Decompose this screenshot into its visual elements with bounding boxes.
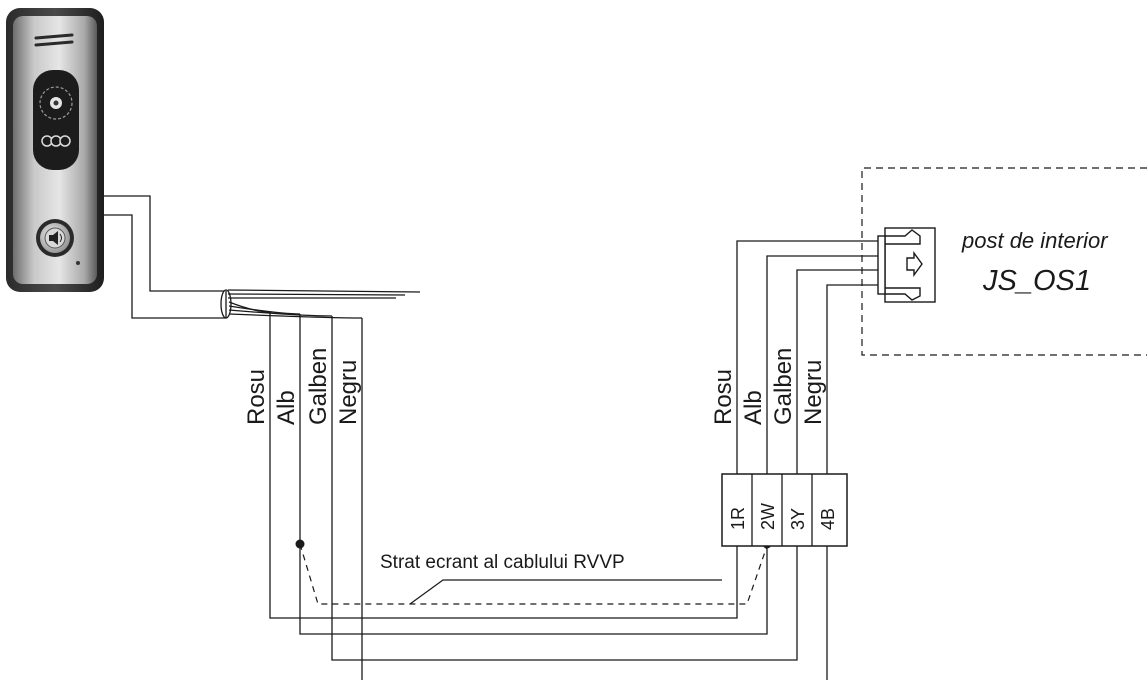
arrow-icon: [906, 250, 923, 278]
terminal-4b: 4B: [818, 508, 838, 530]
indoor-unit-caption: post de interior: [961, 228, 1109, 253]
microphone-hole: [76, 261, 80, 265]
indoor-unit-boundary: [861, 167, 1147, 356]
wire-label-rosu: Rosu: [243, 369, 270, 425]
wire-label-negru: Negru: [335, 360, 362, 425]
indoor-connector: [877, 227, 936, 303]
outdoor-panel: [6, 8, 104, 292]
shield-note: Strat ecrant al cablului RVVP: [380, 552, 625, 573]
terminal-1r: 1R: [728, 507, 748, 530]
speaker-grille: [34, 33, 74, 47]
wire-label-alb: Alb: [740, 390, 767, 425]
terminal-labels: 1R 2W 3Y 4B: [728, 503, 838, 530]
terminal-3y: 3Y: [788, 508, 808, 530]
panel-cable: [104, 195, 421, 319]
wire-label-negru: Negru: [800, 360, 827, 425]
shield-joint-left: [295, 539, 305, 549]
wire-label-galben: Galben: [770, 348, 797, 425]
cable-shield: [299, 543, 768, 605]
bell-icon: [49, 231, 62, 245]
shield-callout: [409, 579, 722, 605]
terminal-2w: 2W: [758, 503, 778, 530]
wire-label-galben: Galben: [305, 348, 332, 425]
wire-label-alb: Alb: [273, 390, 300, 425]
wire-label-rosu: Rosu: [710, 369, 737, 425]
field-wiring: [269, 240, 878, 680]
wire-labels-left: Rosu Alb Galben Negru: [243, 348, 362, 425]
wire-labels-right: Rosu Alb Galben Negru: [710, 348, 827, 425]
call-button: [36, 219, 74, 257]
camera-module: [33, 70, 79, 170]
indoor-unit-model: JS_OS1: [982, 265, 1091, 297]
terminal-block: [721, 473, 848, 547]
